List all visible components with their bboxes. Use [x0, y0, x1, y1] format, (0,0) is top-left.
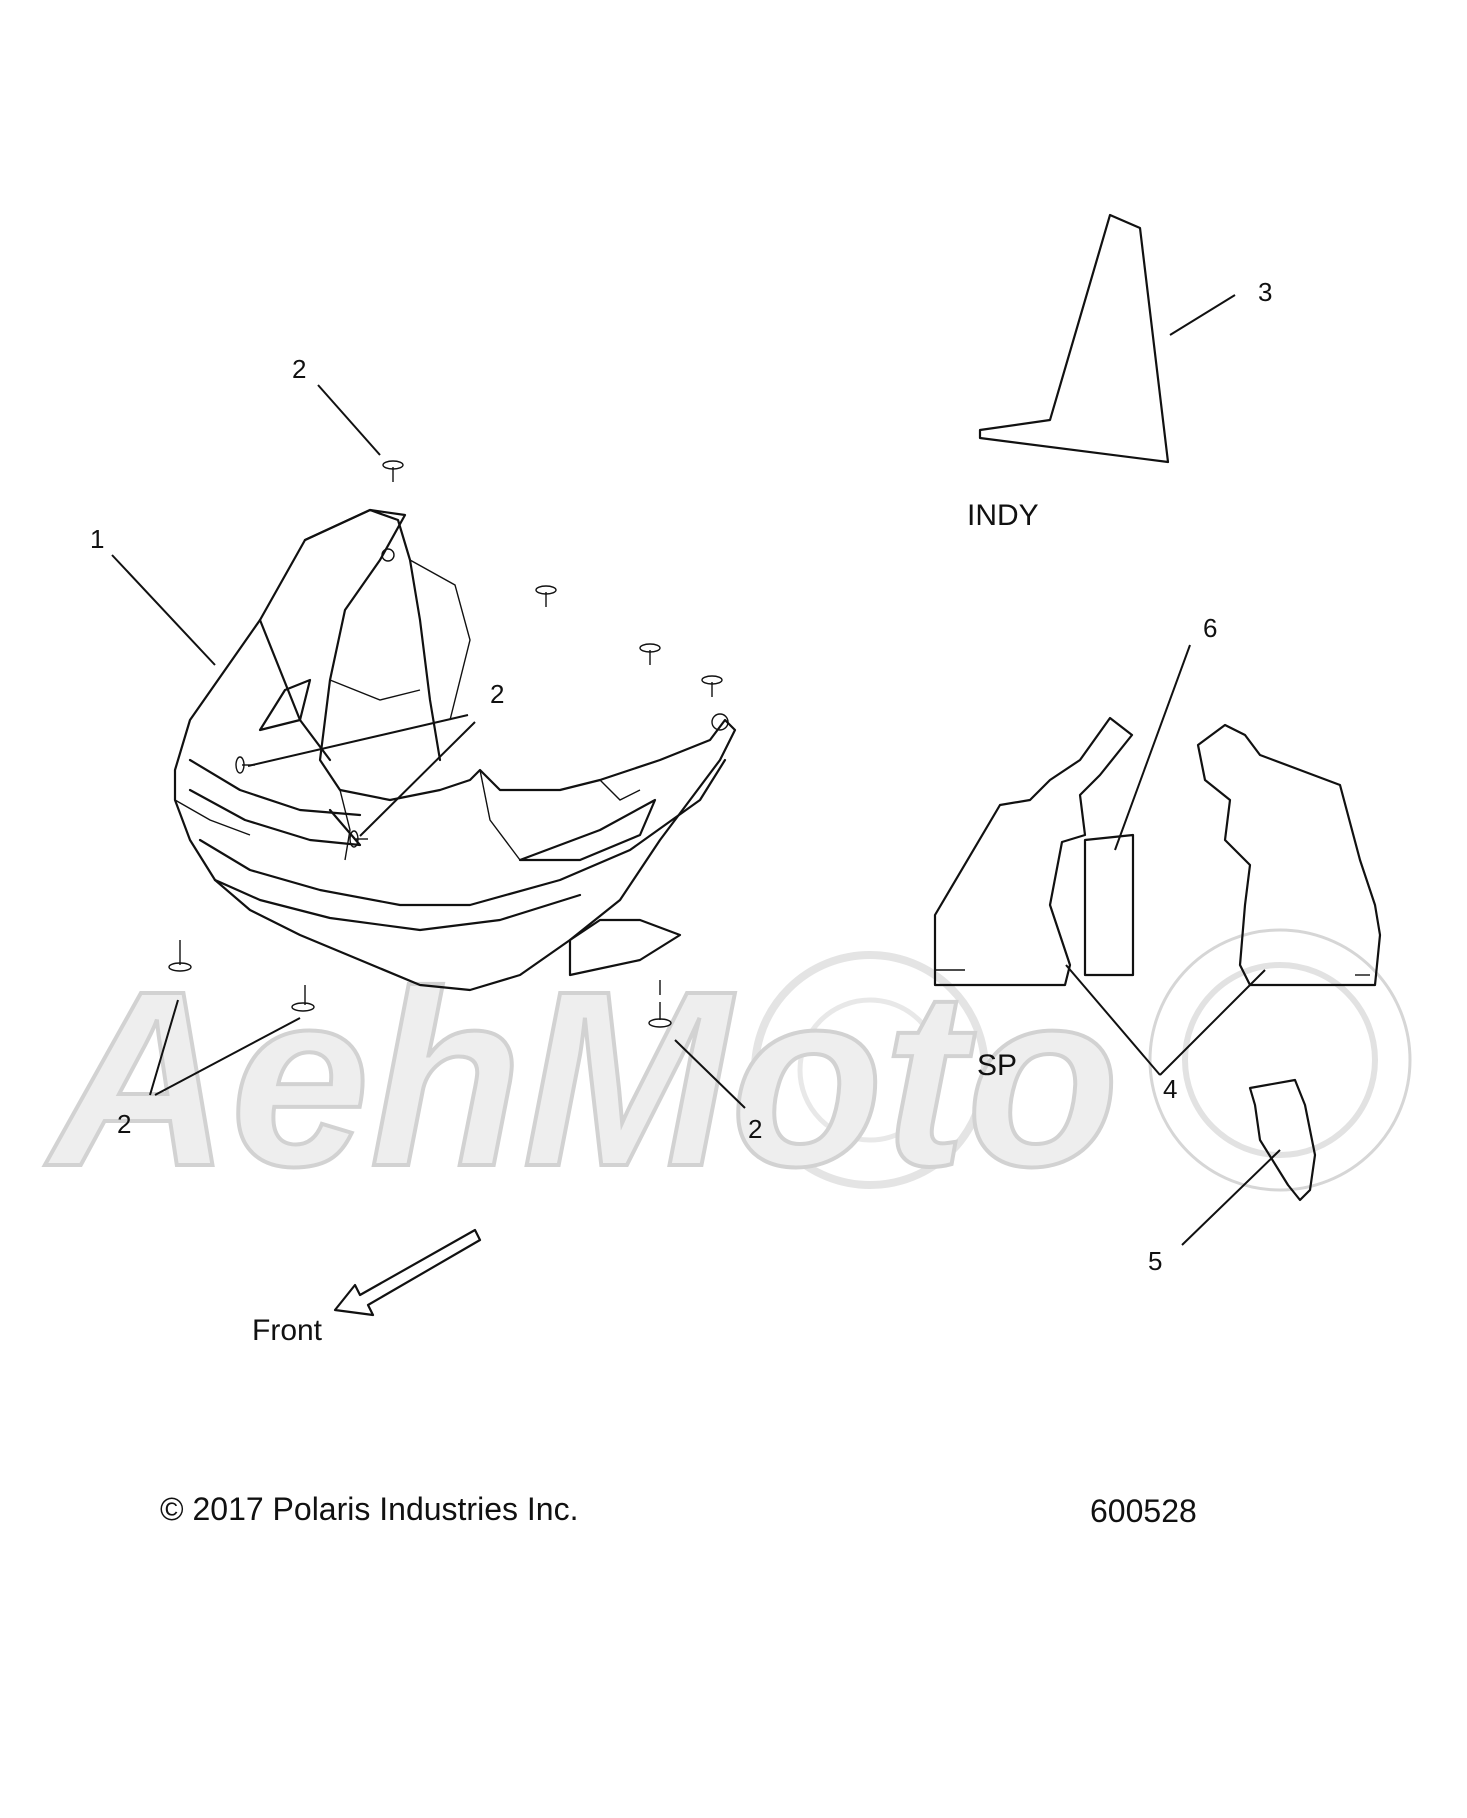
callout-2-mid: 2	[490, 679, 504, 709]
screw-c	[701, 675, 723, 697]
front-label: Front	[252, 1314, 323, 1347]
front-arrow	[333, 1228, 482, 1317]
screw-e	[349, 830, 368, 848]
part-6-decal	[1083, 833, 1135, 977]
diagram-number: 600528	[1090, 1493, 1197, 1529]
part-4-sp-panels	[933, 716, 1382, 987]
screw-b	[639, 643, 661, 665]
leader-lines	[111, 294, 1281, 1246]
callout-5: 5	[1148, 1246, 1162, 1276]
copyright-text: © 2017 Polaris Industries Inc.	[160, 1491, 578, 1527]
watermark-logo: AehMoto	[42, 928, 1412, 1220]
screw-f	[168, 940, 192, 972]
callout-3: 3	[1258, 277, 1272, 307]
callout-2-top: 2	[292, 354, 306, 384]
callout-6: 6	[1203, 613, 1217, 643]
part-1-fairing	[173, 508, 737, 992]
callout-2-right: 2	[748, 1114, 762, 1144]
screw-top	[382, 460, 404, 482]
screw-a	[535, 585, 557, 607]
callout-1: 1	[90, 524, 104, 554]
variant-label-indy: INDY	[967, 499, 1039, 532]
fastener-screws	[168, 460, 723, 1028]
watermark-text: AehMoto	[44, 939, 1119, 1218]
screw-g	[291, 985, 315, 1012]
callout-2-left: 2	[117, 1109, 131, 1139]
screw-h	[648, 1002, 672, 1028]
part-5-decal	[1248, 1078, 1317, 1202]
part-3-indy-decal	[978, 213, 1170, 464]
callout-4: 4	[1163, 1074, 1177, 1104]
variant-label-sp: SP	[977, 1049, 1017, 1082]
